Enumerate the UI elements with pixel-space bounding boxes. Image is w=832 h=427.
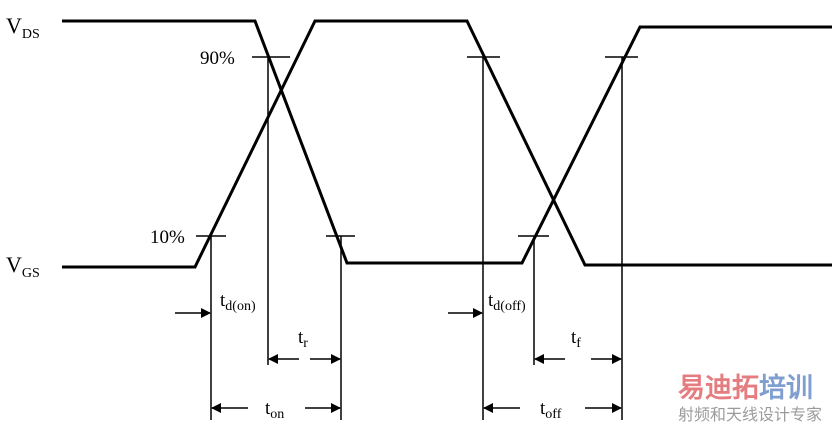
- interval-arrows: [175, 308, 622, 413]
- ton-label: ton: [265, 398, 284, 422]
- level-10-label: 10%: [150, 227, 185, 248]
- td-off-label: td(off): [488, 290, 526, 314]
- vgs-label: VGS: [6, 252, 40, 281]
- svg-text:射频和天线设计专家: 射频和天线设计专家: [678, 405, 822, 424]
- td-on-label: td(on): [220, 290, 256, 314]
- watermark: 易迪拓培训 射频和天线设计专家: [678, 373, 822, 424]
- vds-label: VDS: [6, 13, 40, 42]
- svg-text:易迪拓培训: 易迪拓培训: [678, 373, 813, 404]
- reference-lines: [210, 57, 623, 420]
- vds-waveform: [62, 19, 832, 265]
- tr-label: tr: [298, 327, 308, 351]
- toff-label: toff: [540, 398, 562, 422]
- vgs-waveform: [62, 19, 832, 269]
- tf-label: tf: [571, 327, 581, 351]
- level-90-label: 90%: [200, 48, 235, 69]
- level-ticks: [196, 56, 638, 237]
